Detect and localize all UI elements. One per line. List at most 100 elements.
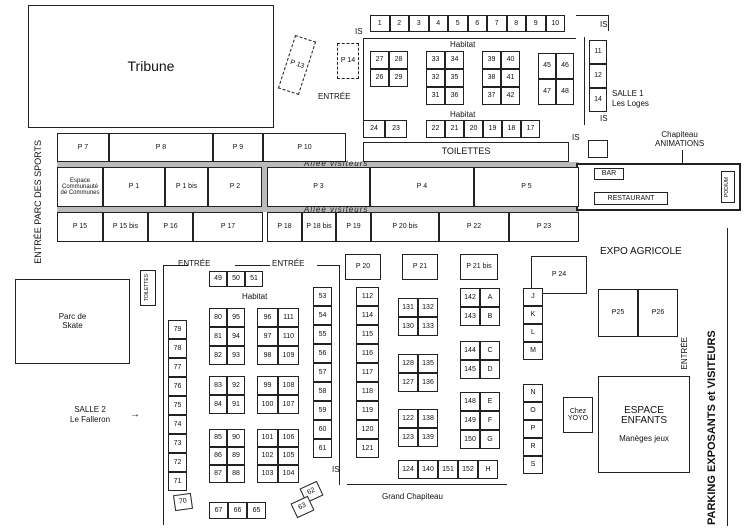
stand-140[interactable]: 140: [418, 460, 438, 479]
stand-23[interactable]: 23: [385, 120, 407, 138]
stand-p-22[interactable]: P 22: [439, 212, 509, 242]
stand-143[interactable]: 143: [460, 307, 480, 326]
stand-73[interactable]: 73: [168, 434, 187, 453]
stand-35[interactable]: 35: [445, 69, 464, 87]
stand-99[interactable]: 99: [257, 376, 278, 395]
stand-41[interactable]: 41: [501, 69, 520, 87]
stand-31[interactable]: 31: [426, 87, 445, 105]
stand-r[interactable]: R: [523, 438, 543, 456]
stand-120[interactable]: 120: [356, 420, 379, 439]
stand-110[interactable]: 110: [278, 327, 299, 346]
stand-122[interactable]: 122: [398, 409, 418, 428]
stand-p-24[interactable]: P 24: [531, 256, 587, 294]
stand-108[interactable]: 108: [278, 376, 299, 395]
stand-142[interactable]: 142: [460, 288, 480, 307]
stand-47[interactable]: 47: [538, 79, 556, 105]
stand-75[interactable]: 75: [168, 396, 187, 415]
stand-2[interactable]: 2: [389, 15, 409, 32]
stand-3[interactable]: 3: [409, 15, 429, 32]
stand-k[interactable]: K: [523, 306, 543, 324]
stand-104[interactable]: 104: [278, 465, 299, 483]
stand-121[interactable]: 121: [356, 439, 379, 458]
stand-11[interactable]: 11: [589, 40, 607, 64]
stand-36[interactable]: 36: [445, 87, 464, 105]
stand-135[interactable]: 135: [418, 354, 438, 373]
stand-40[interactable]: 40: [501, 51, 520, 69]
stand-p-2[interactable]: P 2: [208, 167, 262, 207]
stand-p-18-bis[interactable]: P 18 bis: [302, 212, 336, 242]
stand-88[interactable]: 88: [227, 465, 245, 483]
stand-50[interactable]: 50: [227, 271, 245, 287]
stand-82[interactable]: 82: [209, 346, 227, 365]
stand-145[interactable]: 145: [460, 360, 480, 379]
stand-100[interactable]: 100: [257, 395, 278, 414]
stand-97[interactable]: 97: [257, 327, 278, 346]
stand-148[interactable]: 148: [460, 392, 480, 411]
stand-p-7[interactable]: P 7: [57, 133, 109, 162]
stand-78[interactable]: 78: [168, 339, 187, 358]
stand-p-21-bis[interactable]: P 21 bis: [460, 254, 498, 280]
stand-29[interactable]: 29: [389, 69, 408, 87]
stand-42[interactable]: 42: [501, 87, 520, 105]
stand-l[interactable]: L: [523, 324, 543, 342]
stand-p-5[interactable]: P 5: [474, 167, 579, 207]
stand-105[interactable]: 105: [278, 447, 299, 465]
stand-24[interactable]: 24: [363, 120, 385, 138]
stand-109[interactable]: 109: [278, 346, 299, 365]
stand-7[interactable]: 7: [487, 15, 507, 32]
stand-p-3[interactable]: P 3: [267, 167, 370, 207]
stand-j[interactable]: J: [523, 288, 543, 306]
stand-94[interactable]: 94: [227, 327, 245, 346]
stand-18[interactable]: 18: [502, 120, 521, 138]
stand-139[interactable]: 139: [418, 428, 438, 447]
stand-117[interactable]: 117: [356, 363, 379, 382]
stand-12[interactable]: 12: [589, 64, 607, 88]
stand-138[interactable]: 138: [418, 409, 438, 428]
stand-22[interactable]: 22: [426, 120, 445, 138]
stand-130[interactable]: 130: [398, 317, 418, 336]
stand-144[interactable]: 144: [460, 341, 480, 360]
stand-s[interactable]: S: [523, 456, 543, 474]
stand-98[interactable]: 98: [257, 346, 278, 365]
stand-114[interactable]: 114: [356, 306, 379, 325]
stand-26[interactable]: 26: [370, 69, 389, 87]
stand-h[interactable]: H: [478, 460, 498, 479]
stand-79[interactable]: 79: [168, 320, 187, 339]
stand-m[interactable]: M: [523, 342, 543, 360]
stand-p-20-bis[interactable]: P 20 bis: [371, 212, 439, 242]
stand-g[interactable]: G: [480, 430, 500, 449]
stand-e[interactable]: E: [480, 392, 500, 411]
stand-33[interactable]: 33: [426, 51, 445, 69]
stand-4[interactable]: 4: [428, 15, 448, 32]
stand-106[interactable]: 106: [278, 429, 299, 447]
stand-103[interactable]: 103: [257, 465, 278, 483]
stand-96[interactable]: 96: [257, 308, 278, 327]
stand-91[interactable]: 91: [227, 395, 245, 414]
stand-27[interactable]: 27: [370, 51, 389, 69]
stand-56[interactable]: 56: [313, 344, 332, 363]
stand-55[interactable]: 55: [313, 325, 332, 344]
stand-6[interactable]: 6: [467, 15, 487, 32]
stand-n[interactable]: N: [523, 384, 543, 402]
stand-p-23[interactable]: P 23: [509, 212, 579, 242]
stand-5[interactable]: 5: [448, 15, 468, 32]
stand-133[interactable]: 133: [418, 317, 438, 336]
stand-77[interactable]: 77: [168, 358, 187, 377]
stand-p-15[interactable]: P 15: [57, 212, 103, 242]
stand-150[interactable]: 150: [460, 430, 480, 449]
stand-76[interactable]: 76: [168, 377, 187, 396]
stand-115[interactable]: 115: [356, 325, 379, 344]
stand-14[interactable]: 14: [589, 88, 607, 112]
stand-53[interactable]: 53: [313, 287, 332, 306]
stand-20[interactable]: 20: [464, 120, 483, 138]
stand-21[interactable]: 21: [445, 120, 464, 138]
stand-38[interactable]: 38: [482, 69, 501, 87]
stand-57[interactable]: 57: [313, 363, 332, 382]
stand-61[interactable]: 61: [313, 439, 332, 458]
stand-p-16[interactable]: P 16: [148, 212, 193, 242]
stand-128[interactable]: 128: [398, 354, 418, 373]
stand-d[interactable]: D: [480, 360, 500, 379]
stand-p-18[interactable]: P 18: [267, 212, 302, 242]
stand-8[interactable]: 8: [506, 15, 526, 32]
stand-102[interactable]: 102: [257, 447, 278, 465]
